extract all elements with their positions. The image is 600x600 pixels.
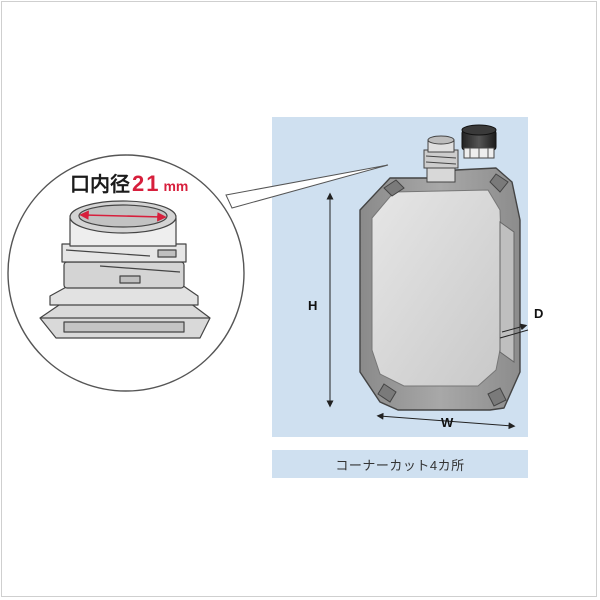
depth-arrow [501, 323, 528, 333]
width-label: W [441, 415, 454, 430]
callout-pointer [225, 164, 389, 209]
inner-diameter-arrow [79, 210, 167, 222]
pouch-drawing [359, 124, 521, 411]
width-arrow [376, 412, 516, 430]
mouth-diameter-text: 口内径 [70, 174, 130, 196]
depth-label: D [534, 306, 544, 321]
mouth-diameter-label: 口内径 21 mm [70, 168, 189, 196]
corner-cut-caption: コーナーカット4カ所 [272, 450, 528, 478]
mouth-diameter-unit: mm [163, 178, 189, 194]
height-label: H [308, 298, 318, 313]
depth-leader [499, 329, 529, 339]
mouth-diameter-value: 21 [132, 171, 161, 196]
